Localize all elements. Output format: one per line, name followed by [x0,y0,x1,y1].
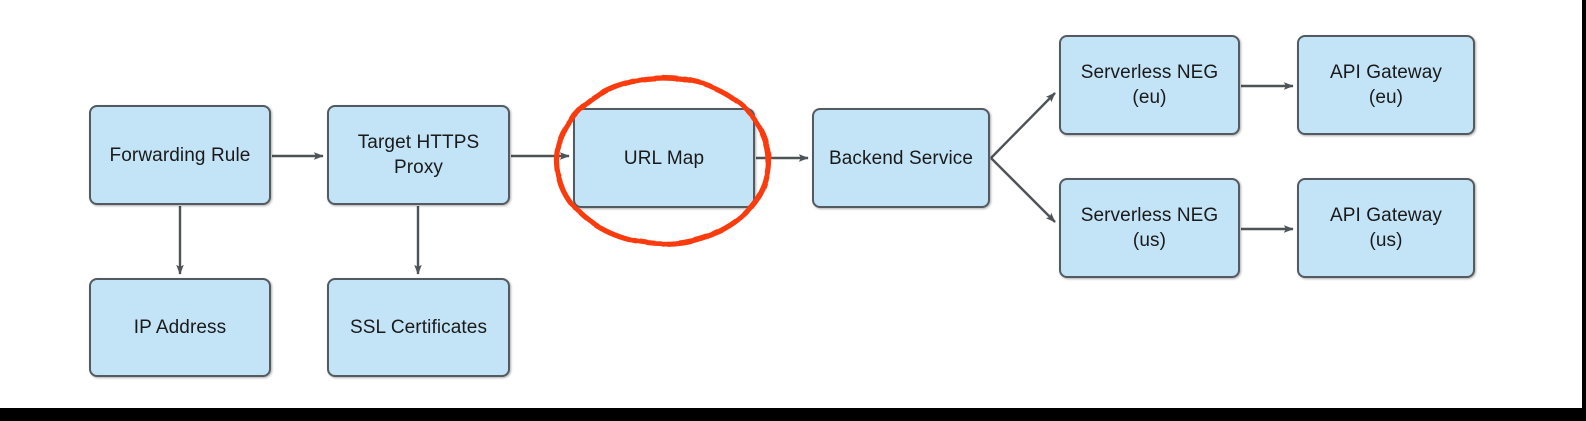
connector-backend-service-to-serverless-neg-eu [990,92,1056,159]
node-backend-service[interactable]: Backend Service [812,108,990,208]
node-label: Serverless NEG (eu) [1080,62,1219,108]
node-label: API Gateway (us) [1330,205,1442,251]
node-label: API Gateway (eu) [1330,62,1442,108]
node-api-gateway-us[interactable]: API Gateway (us) [1297,178,1475,278]
node-label: SSL Certificates [349,317,488,338]
node-forwarding-rule[interactable]: Forwarding Rule [89,105,271,205]
node-label: Serverless NEG (us) [1080,205,1219,251]
node-label: Forwarding Rule [109,144,251,166]
node-serverless-neg-us[interactable]: Serverless NEG (us) [1059,178,1240,278]
connector-backend-service-to-serverless-neg-us [990,157,1056,223]
node-ip-address[interactable]: IP Address [89,278,271,377]
node-label: URL Map [623,147,705,169]
page-left-edge [0,0,2,410]
node-label: Backend Service [828,147,974,169]
node-label: Target HTTPS Proxy [357,132,480,178]
node-serverless-neg-eu[interactable]: Serverless NEG (eu) [1059,35,1240,135]
page-bottom-edge [0,408,1586,421]
page-right-edge [1582,0,1586,421]
node-label: IP Address [133,317,227,338]
node-url-map[interactable]: URL Map [573,108,755,208]
node-ssl-certificates[interactable]: SSL Certificates [327,278,510,377]
node-target-https-proxy[interactable]: Target HTTPS Proxy [327,105,510,205]
node-api-gateway-eu[interactable]: API Gateway (eu) [1297,35,1475,135]
